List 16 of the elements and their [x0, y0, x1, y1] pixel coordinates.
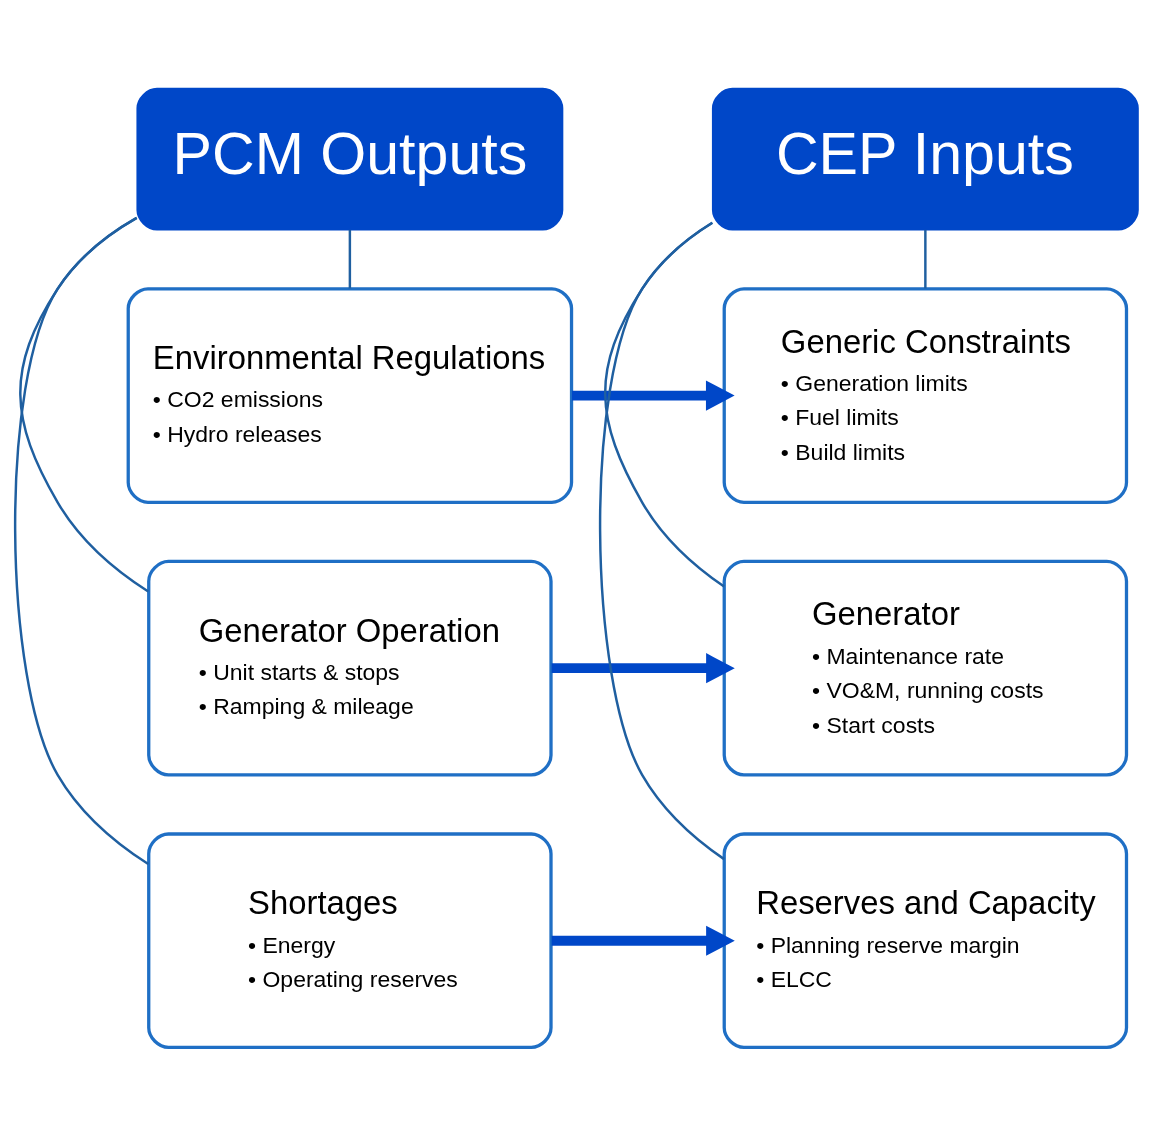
connector: [13, 216, 149, 866]
node-box: Environmental Regulations • CO2 emissions • Hydro releases: [126, 287, 574, 504]
node-box: Generator Operation • Unit starts & stops • Ramping & mileage: [147, 559, 553, 777]
connector: [598, 221, 725, 861]
connector: [924, 229, 927, 289]
node-box: Shortages • Energy • Operating reserves: [147, 832, 553, 1050]
arrow: [551, 925, 735, 956]
node-box: PCM Outputs: [136, 87, 564, 231]
connector: [348, 229, 352, 289]
connector: [604, 221, 725, 588]
node-box: CEP Inputs: [711, 87, 1139, 231]
arrow: [551, 653, 735, 684]
node-box: Generic Constraints • Generation limits • Fuel limits • Build limits: [722, 287, 1129, 504]
node-box: Reserves and Capacity • Planning reserve margin • ELCC: [722, 832, 1129, 1050]
connector: [19, 216, 149, 593]
node-box: Generator • Maintenance rate • VO&M, running costs • Start costs: [722, 559, 1129, 777]
